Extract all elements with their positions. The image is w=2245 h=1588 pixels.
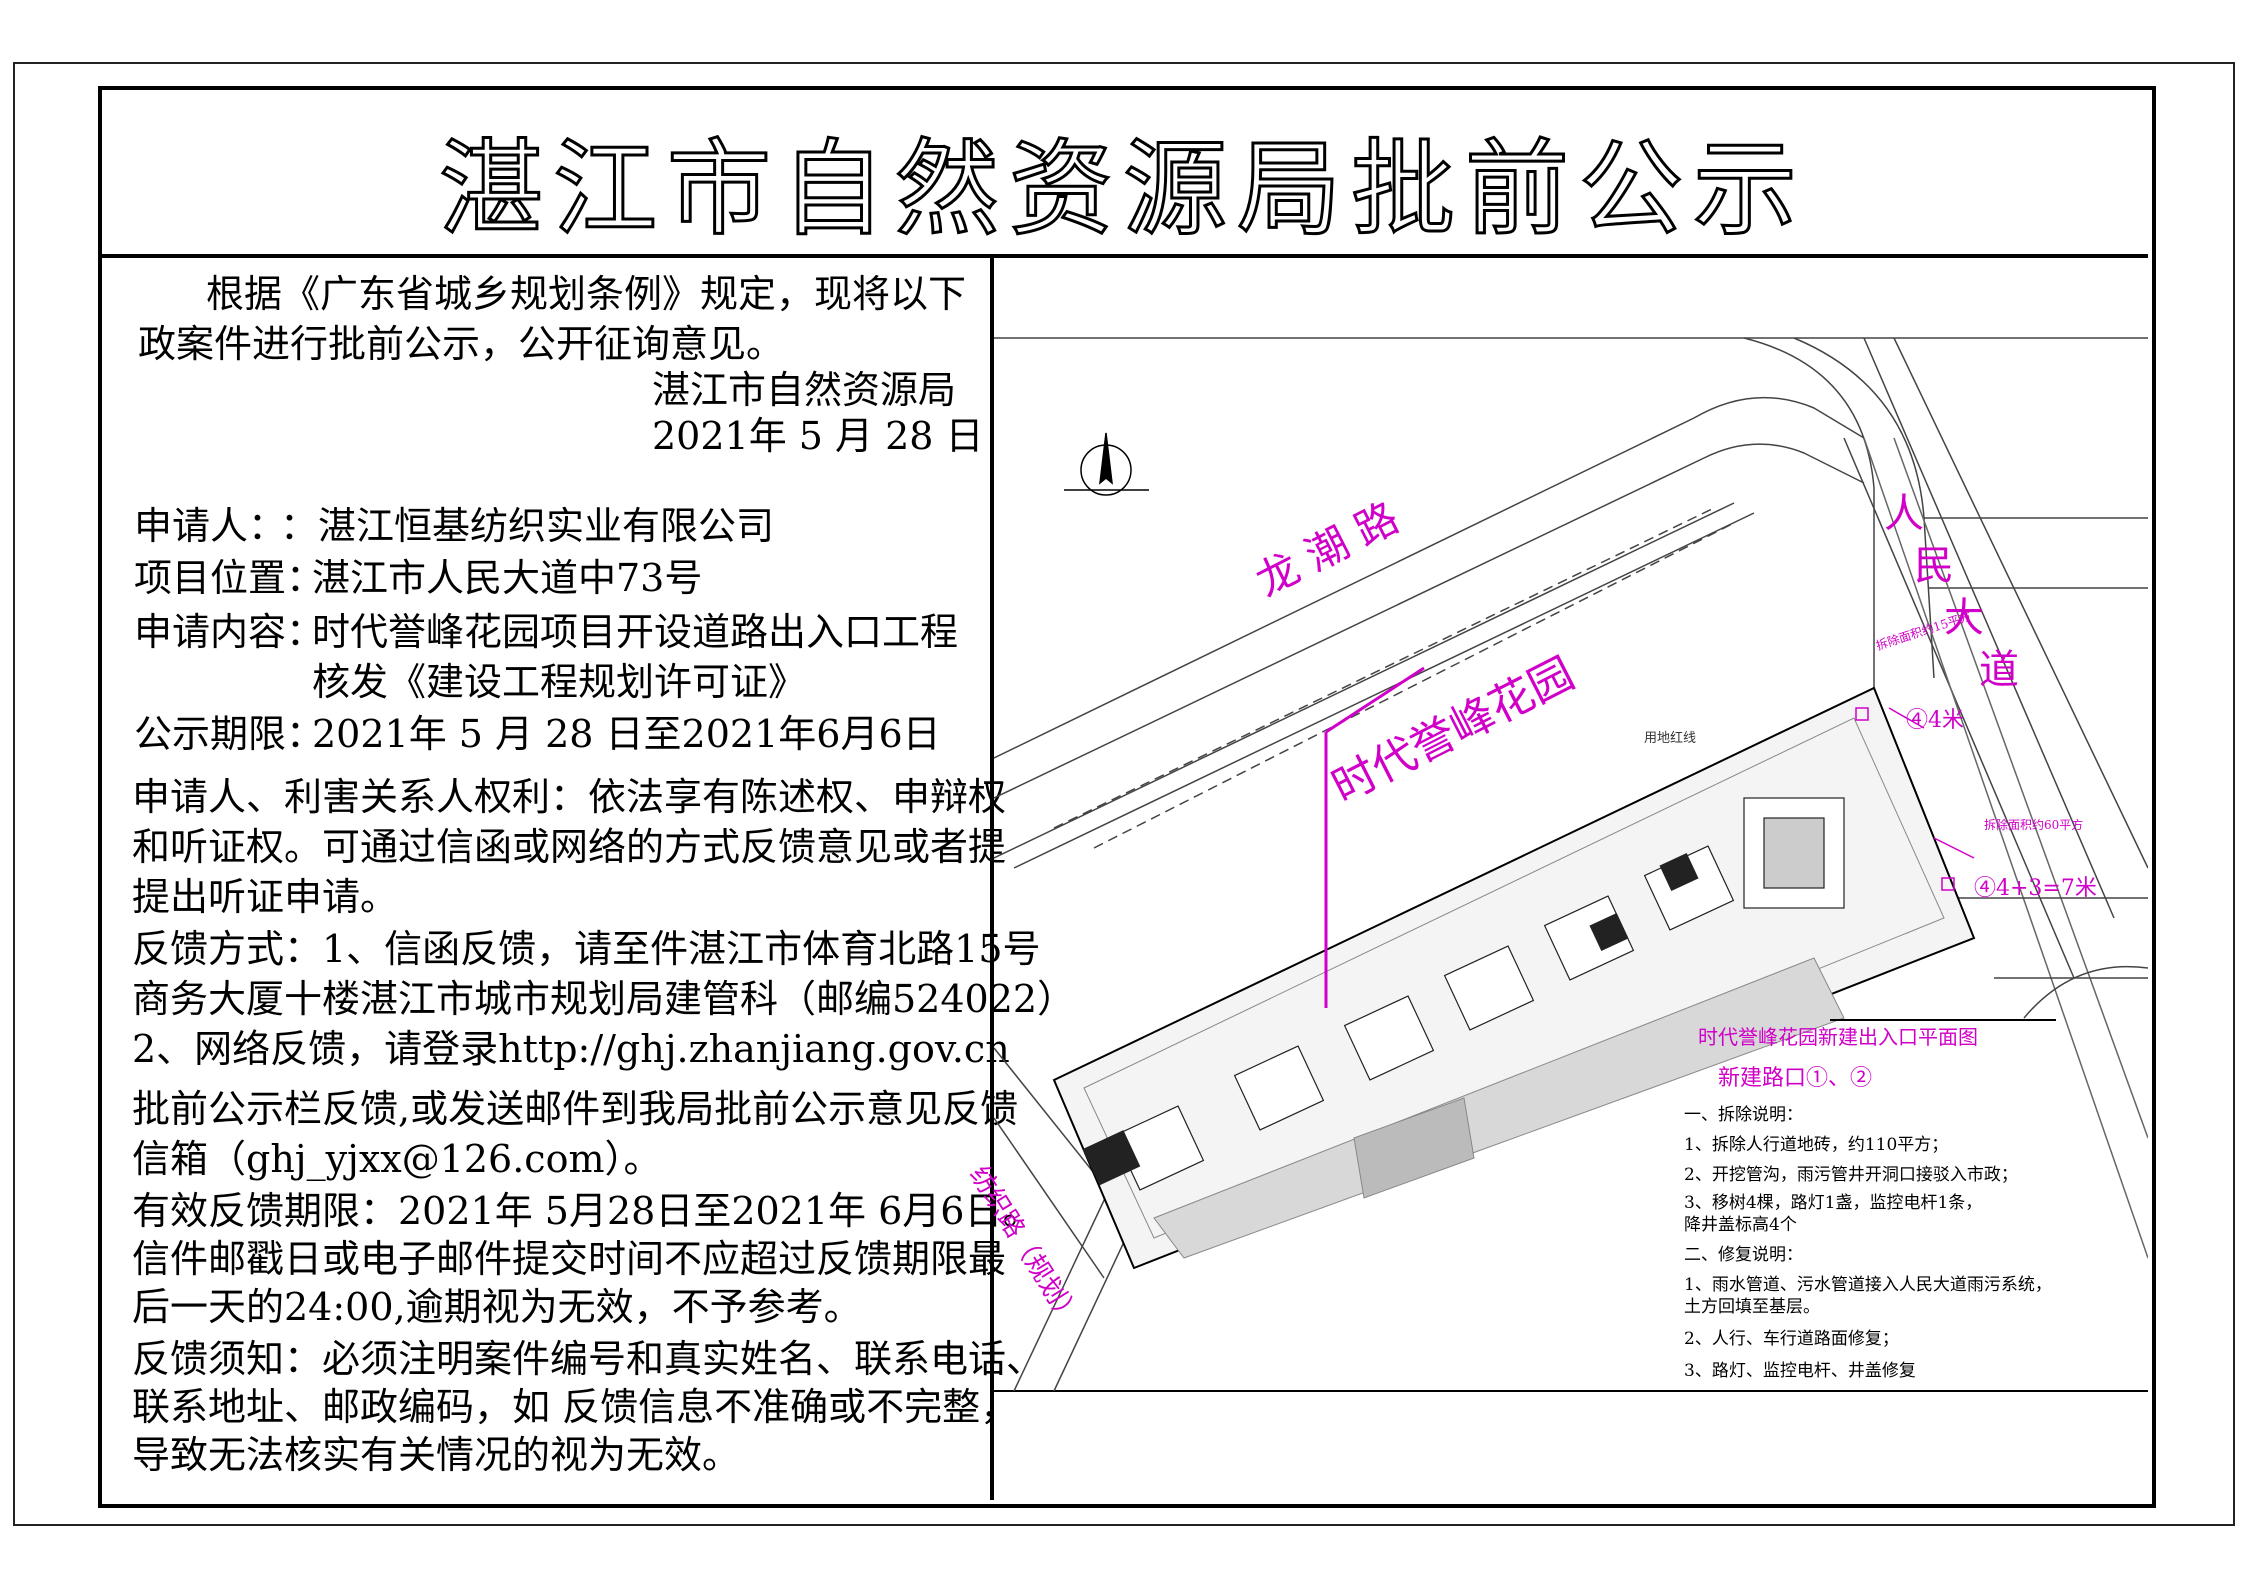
- outer-border: [13, 62, 2235, 1526]
- note-line: 降井盖标高4个: [1684, 1215, 1797, 1235]
- road-renmin-char-2: 民: [1914, 543, 1954, 589]
- intro-line-1: 根据《广东省城乡规划条例》规定，现将以下: [206, 272, 967, 316]
- note-line: 一、拆除说明：: [1684, 1105, 1803, 1125]
- issue-date: 2021年 5 月 28 日: [652, 414, 984, 458]
- road-renmin-char-3: 大: [1944, 595, 1984, 641]
- new-entrance-label: 新建路口①、②: [1718, 1066, 1873, 1091]
- feedback-line-1: 反馈方式：1、信函反馈，请至件湛江市体育北路15号: [132, 927, 1041, 971]
- demolish-note-2: 拆除面积约60平方: [1984, 818, 2084, 832]
- notice-title: 湛江市自然资源局批前公示: [437, 127, 1807, 252]
- feedback-line-11: 导致无法核实有关情况的视为无效。: [132, 1433, 741, 1477]
- notice-text-panel: 根据《广东省城乡规划条例》规定，现将以下 政案件进行批前公示，公开征询意见。 湛…: [102, 258, 1075, 1500]
- note-line: 1、拆除人行道地砖，约110平方；: [1684, 1135, 1949, 1155]
- note-line: 二、修复说明：: [1684, 1245, 1803, 1265]
- rights-line-2: 和听证权。可通过信函或网络的方式反馈意见或者提: [132, 825, 1007, 869]
- feedback-line-3: 2、网络反馈，请登录http://ghj.zhanjiang.gov.cn: [132, 1027, 1010, 1071]
- landline-label: 用地红线: [1644, 731, 1697, 746]
- feedback-line-6: 有效反馈期限：2021年 5月28日至2021年 6月6日。: [132, 1189, 1041, 1233]
- note-line: 3、移树4棵，路灯1盏，监控电杆1条，: [1684, 1193, 1983, 1213]
- feedback-line-9: 反馈须知：必须注明案件编号和真实姓名、联系电话、: [132, 1337, 1045, 1381]
- note-line: 2、人行、车行道路面修复；: [1684, 1329, 1899, 1349]
- rights-line-1: 申请人、利害关系人权利：依法享有陈述权、申辩权: [132, 775, 1007, 819]
- note-line: 土方回填至基层。: [1684, 1297, 1820, 1317]
- dimension-label-1: ④4米: [1906, 708, 1964, 733]
- content-label: 申请内容：: [134, 610, 325, 654]
- feedback-line-2: 商务大厦十楼湛江市城市规划局建管科（邮编524022）: [132, 977, 1076, 1021]
- notes-list: 一、拆除说明： 1、拆除人行道地砖，约110平方； 2、开挖管沟，雨污管井开洞口…: [1684, 1104, 2052, 1382]
- period-value: 2021年 5 月 28 日至2021年6月6日: [312, 712, 941, 756]
- plan-title: 时代誉峰花园新建出入口平面图: [1698, 1025, 1978, 1049]
- title-row: 湛江市自然资源局批前公示: [98, 86, 2148, 258]
- intro-line-2: 政案件进行批前公示，公开征询意见。: [138, 322, 785, 366]
- note-line: 3、路灯、监控电杆、井盖修复: [1684, 1361, 1916, 1381]
- location-label: 项目位置：: [134, 556, 325, 600]
- feedback-line-7: 信件邮戳日或电子邮件提交时间不应超过反馈期限最: [132, 1237, 1007, 1281]
- content-value-2: 核发《建设工程规划许可证》: [312, 660, 807, 704]
- road-label-renmin: 人 民 大 道: [1884, 488, 2019, 696]
- north-arrow-icon: [1064, 432, 1149, 496]
- site-plan-drawing: 龙 潮 路 时代誉峰花园 人 民 大 道 纺织路（规划） ④4米 ④4+3=7米…: [963, 258, 2148, 1500]
- feedback-line-10: 联系地址、邮政编码，如 反馈信息不准确或不完整，: [132, 1385, 1019, 1429]
- rights-line-3: 提出听证申请。: [132, 875, 399, 919]
- location-value: 湛江市人民大道中73号: [312, 556, 703, 600]
- notice-frame: [98, 86, 2156, 1508]
- road-renmin-char-4: 道: [1979, 647, 2019, 693]
- feedback-line-8: 后一天的24:00,逾期视为无效，不予参考。: [132, 1285, 862, 1329]
- applicant-value: ：湛江恒基纺织实业有限公司: [280, 504, 775, 548]
- dimension-label-2: ④4+3=7米: [1974, 876, 2097, 901]
- note-line: 2、开挖管沟，雨污管井开洞口接驳入市政；: [1684, 1165, 2018, 1185]
- applicant-label: 申请人：: [134, 504, 287, 548]
- period-label: 公示期限：: [134, 712, 325, 756]
- feedback-line-4: 批前公示栏反馈,或发送邮件到我局批前公示意见反馈: [132, 1087, 1019, 1131]
- road-renmin-char-1: 人: [1884, 491, 1924, 537]
- feedback-line-5: 信箱（ghj_yjxx@126.com）。: [132, 1137, 662, 1181]
- issuer: 湛江市自然资源局: [652, 368, 957, 412]
- site-plan-svg: [994, 337, 2148, 1392]
- content-value-1: 时代誉峰花园项目开设道路出入口工程: [312, 610, 959, 654]
- note-line: 1、雨水管道、污水管道接入人民大道雨污系统，: [1684, 1275, 2052, 1295]
